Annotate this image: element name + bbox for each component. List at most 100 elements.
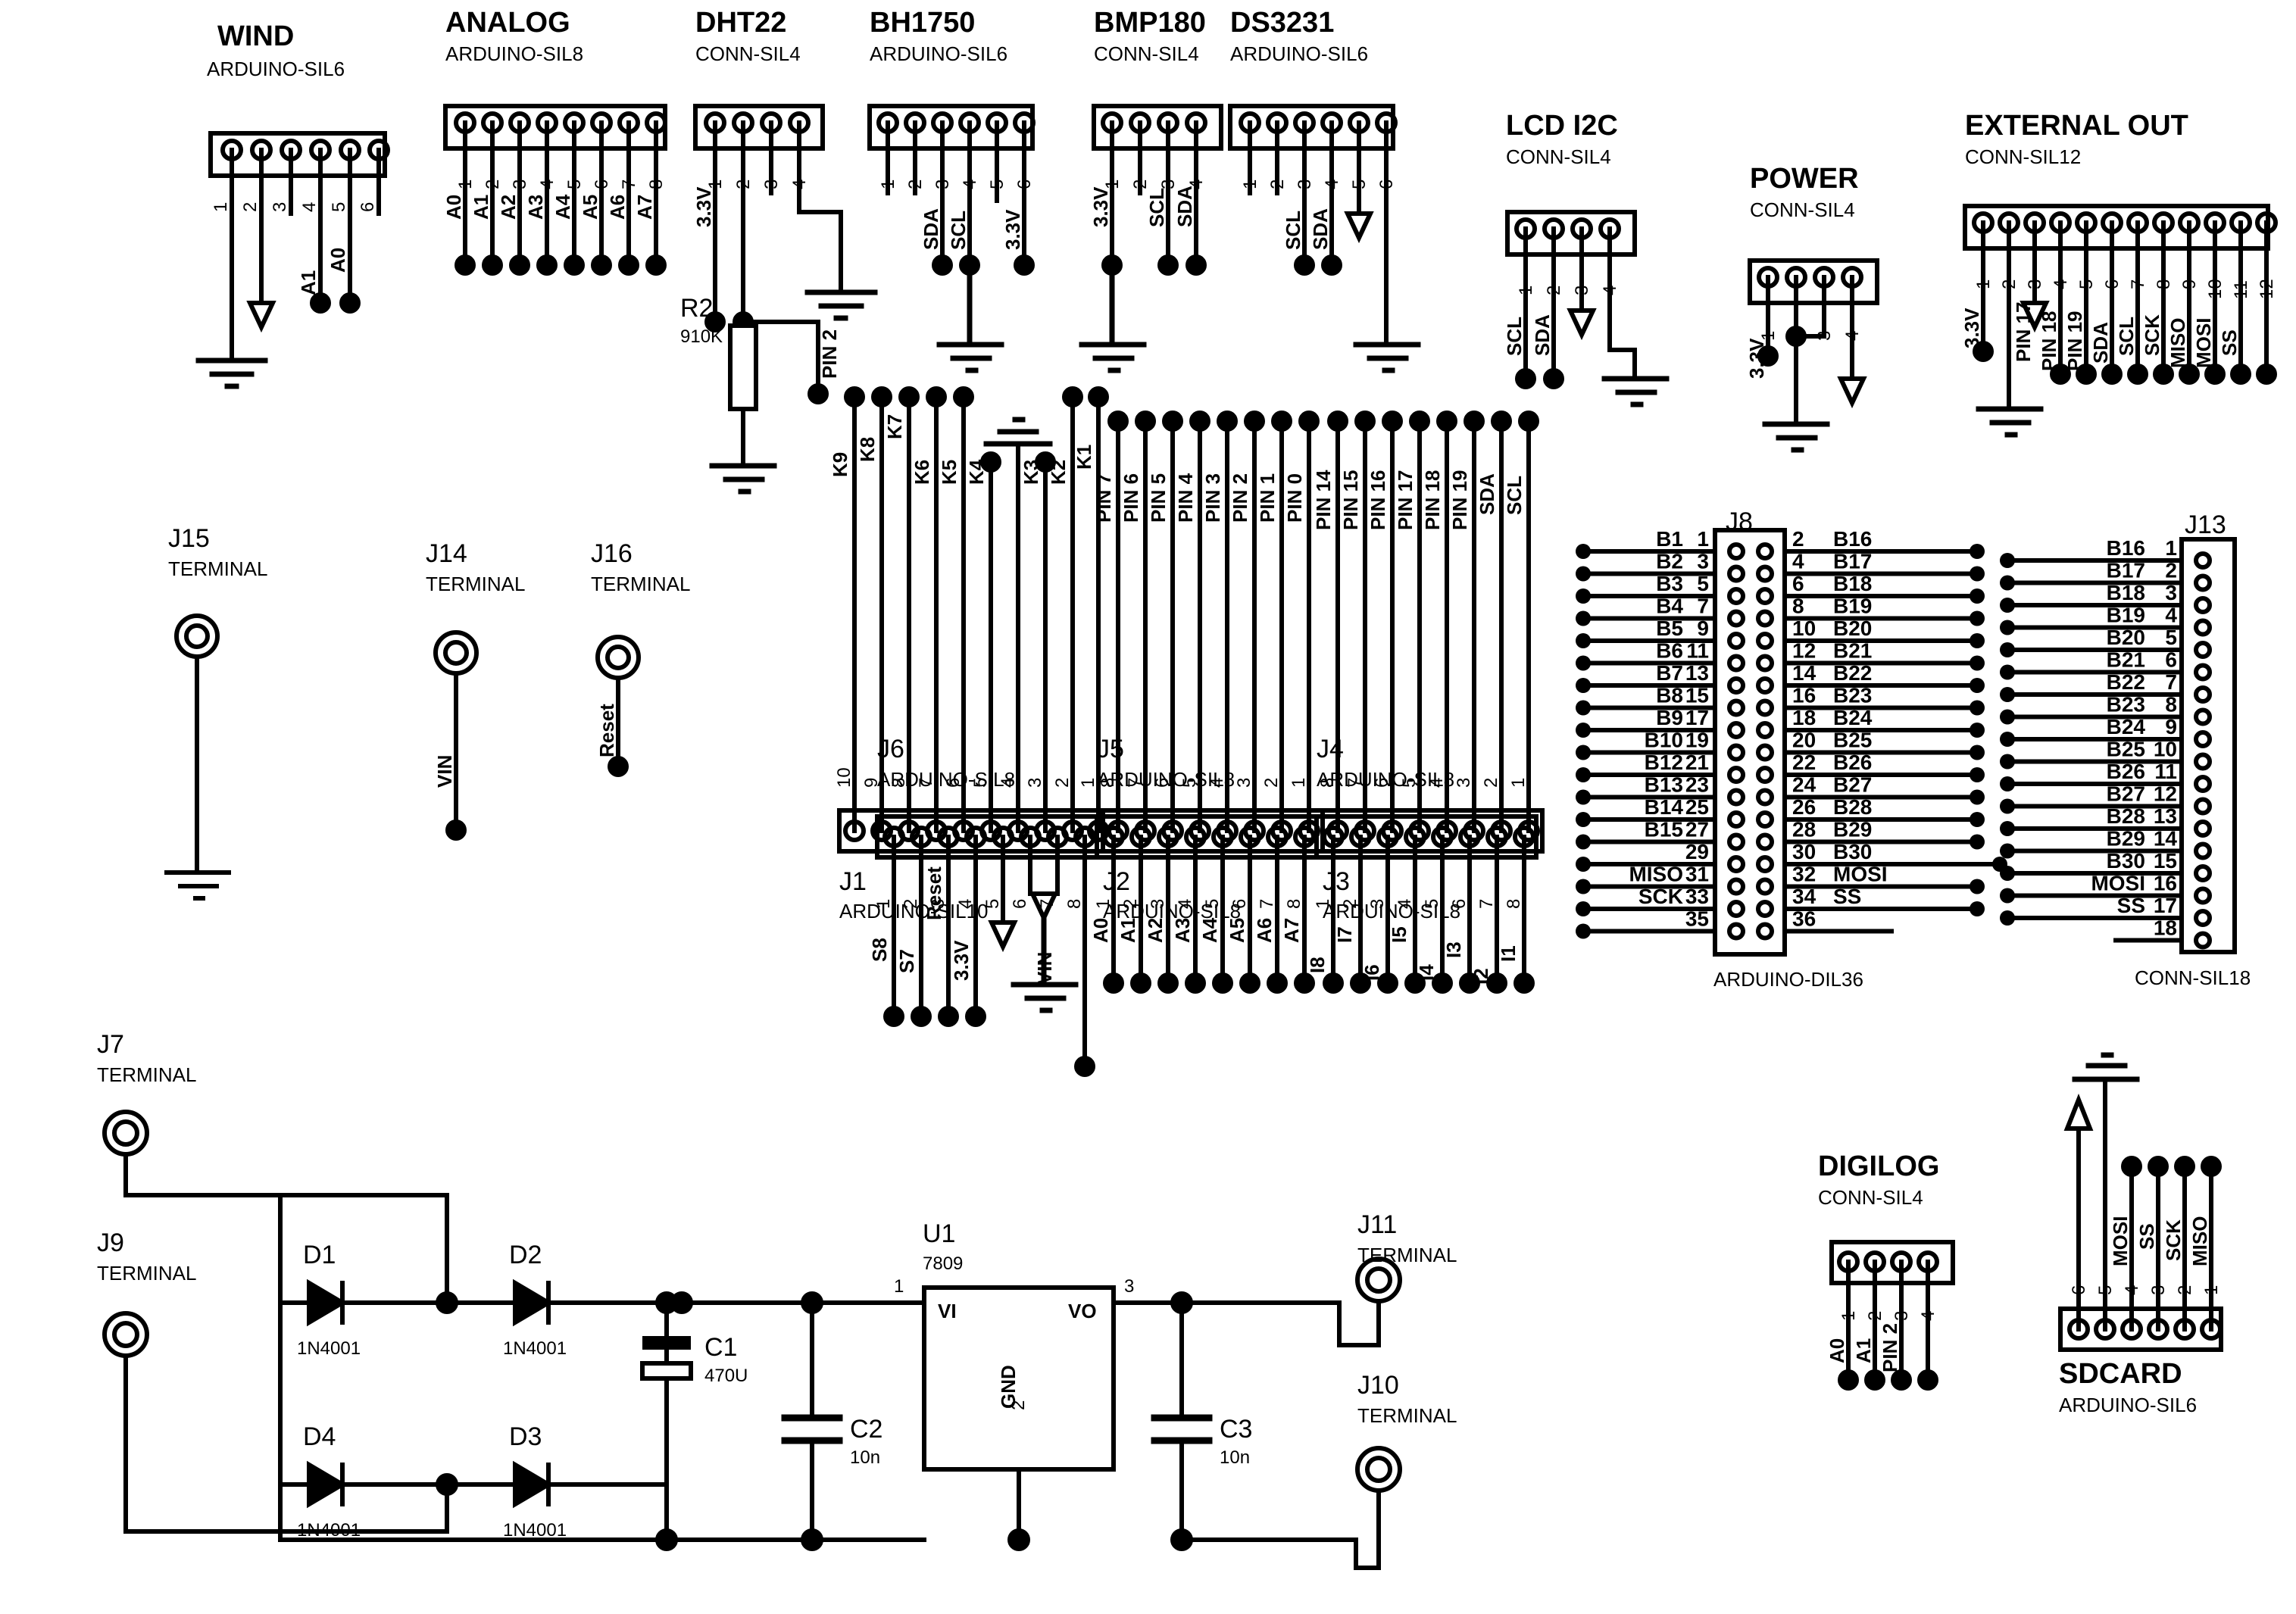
j2-pin-5: 3 (1234, 778, 1254, 788)
j8-right-pin: 34 (1792, 885, 1816, 908)
j13-node (2000, 687, 2015, 702)
j8-right-pin: 2 (1792, 527, 1804, 551)
j8-right-net: B30 (1833, 840, 1872, 863)
terminal-j16[interactable] (595, 635, 641, 777)
j4-pin-4: 5 (1422, 899, 1442, 909)
ds3231-pin-2: 2 (1267, 180, 1288, 189)
j8-right-pin: 20 (1792, 729, 1816, 752)
block-lcd-i2c[interactable] (1505, 210, 1670, 407)
j8-pad-right (1756, 877, 1774, 896)
j8-left-pin: 17 (1685, 706, 1709, 729)
j13-net: B24 (2107, 715, 2146, 738)
j8-node-right (1970, 789, 1985, 805)
analog-net-7: A7 (633, 195, 656, 220)
j8-right-pin: 36 (1792, 907, 1816, 931)
d2-value: 1N4001 (503, 1338, 567, 1359)
block-wind[interactable] (195, 131, 390, 389)
j1-net-0: K9 (829, 452, 851, 477)
wind-pin-6: 6 (358, 202, 378, 212)
j8-node-left (1576, 767, 1591, 782)
j13-net: B25 (2107, 738, 2145, 761)
block-analog[interactable] (443, 104, 667, 276)
j9-subtitle: TERMINAL (97, 1262, 196, 1285)
wind-net-a1: A1 (297, 270, 320, 295)
wind-pin-1: 1 (211, 202, 231, 212)
j2-pin-2: 6 (1152, 778, 1173, 788)
j8-pad-right (1756, 743, 1774, 762)
j5-net-7: A7 (1280, 918, 1303, 943)
terminal-j14[interactable] (433, 630, 479, 841)
j8-right-net: B29 (1833, 818, 1872, 841)
d3-ref: D3 (509, 1422, 542, 1451)
j8-node-right (1970, 812, 1985, 827)
terminal-j15[interactable] (164, 613, 231, 901)
bh1750-pin-6: 6 (1014, 180, 1035, 189)
j7-ref: J7 (97, 1030, 124, 1059)
j8-pad-left (1727, 900, 1745, 918)
header-j13[interactable] (2179, 537, 2237, 954)
header-j6-final[interactable] (875, 814, 1099, 1077)
bmp180-pin-2: 2 (1130, 180, 1151, 189)
dht22-net-33v: 3.3V (692, 186, 715, 227)
j5-net-4: A4 (1198, 917, 1221, 943)
power-supply-circuit[interactable] (102, 1110, 1402, 1570)
bh1750-title: BH1750 (870, 7, 975, 39)
block-sdcard[interactable] (2058, 1052, 2223, 1352)
j8-node-right (1970, 834, 1985, 850)
j11-ref: J11 (1357, 1210, 1397, 1239)
j8-node-right (1970, 655, 1985, 671)
j13-body (2179, 537, 2237, 954)
header-j5[interactable] (1095, 814, 1319, 994)
j8-pad-right (1756, 654, 1774, 673)
j8-left-pin: 29 (1685, 840, 1709, 863)
j8-left-net: B4 (1656, 595, 1683, 618)
header-j8[interactable] (1713, 528, 1787, 957)
header-j2[interactable] (1101, 411, 1325, 854)
j8-pad-right (1756, 542, 1774, 560)
block-dht22[interactable] (693, 104, 878, 495)
j7-subtitle: TERMINAL (97, 1063, 196, 1086)
ds3231-pin-6: 6 (1376, 180, 1397, 189)
block-power[interactable] (1748, 258, 1879, 453)
j15-ref: J15 (168, 524, 210, 553)
dht22-pin-2: 2 (733, 180, 754, 189)
j5-ref: J5 (1097, 735, 1124, 763)
block-digilog[interactable] (1829, 1240, 1955, 1391)
j14-net: VIN (433, 755, 456, 788)
block-bh1750[interactable] (867, 104, 1036, 373)
j8-right-pin: 6 (1792, 572, 1804, 595)
header-j1[interactable] (837, 386, 1110, 854)
digilog-net-0: A0 (1826, 1338, 1848, 1363)
j8-right-pin: 14 (1792, 661, 1816, 685)
bh1750-pin-5: 5 (987, 180, 1007, 189)
j8-right-net: B21 (1833, 639, 1872, 663)
j8-left-net: B3 (1656, 572, 1683, 595)
j3-net-7: SCL (1503, 476, 1526, 515)
power-pin-1: 1 (1758, 331, 1779, 341)
bh1750-net-scl: SCL (947, 211, 970, 250)
j8-right-net: B22 (1833, 661, 1872, 685)
extout-pin-7: 7 (2128, 279, 2148, 289)
j4-pin-1: 2 (1340, 899, 1360, 909)
j5-pin-0: 1 (1093, 899, 1114, 909)
block-bmp180[interactable] (1079, 104, 1223, 373)
j8-node-left (1576, 812, 1591, 827)
block-ds3231[interactable] (1228, 104, 1421, 373)
dht22-title: DHT22 (695, 7, 786, 39)
j13-pin: 5 (2165, 626, 2177, 649)
digilog-title: DIGILOG (1818, 1150, 1939, 1182)
bh1750-pin-3: 3 (932, 180, 953, 189)
extout-pin-4: 4 (2051, 279, 2071, 289)
j13-node (2000, 598, 2015, 613)
header-j4[interactable] (1314, 814, 1538, 994)
block-external-out[interactable] (1963, 204, 2278, 438)
j13-pin: 6 (2165, 648, 2177, 672)
dht22-subtitle: CONN-SIL4 (695, 42, 801, 65)
j8-pad-right (1756, 855, 1774, 873)
j8-left-pin: 7 (1697, 595, 1709, 618)
j1-net-4: K5 (938, 460, 961, 485)
sdcard-title: SDCARD (2059, 1358, 2182, 1390)
j1-pin-8: 2 (1052, 778, 1073, 788)
j8-node-right (1970, 610, 1985, 626)
j13-node (2000, 888, 2015, 904)
